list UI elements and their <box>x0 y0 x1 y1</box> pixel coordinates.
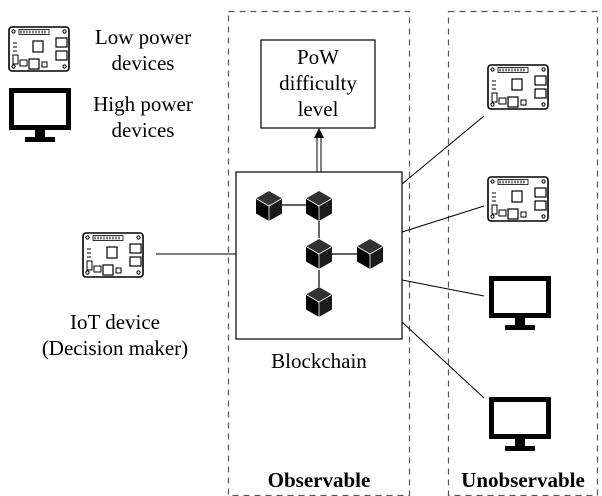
observable-label: Observable <box>267 468 371 492</box>
unobservable-label: Unobservable <box>461 468 585 492</box>
connector-lines <box>156 115 485 399</box>
legend-low-power-label: Low power devices <box>78 24 208 76</box>
pow-line2: difficulty <box>279 71 357 95</box>
high-power-monitor-icon <box>12 91 69 143</box>
chain-links <box>282 204 357 287</box>
unobservable-monitor-icon <box>492 279 549 331</box>
legend-low-power-line1: Low power <box>94 25 192 49</box>
pow-line3: level <box>297 97 339 121</box>
legend-high-power-line2: devices <box>111 118 175 142</box>
unobservable-board-icon <box>487 176 549 222</box>
iot-device-label: IoT device (Decision maker) <box>16 309 214 361</box>
unobservable-board-icon <box>487 64 549 110</box>
low-power-board-icon <box>8 26 70 72</box>
unobservable-monitor-icon <box>492 400 549 452</box>
pow-arrow <box>314 128 324 172</box>
pow-box-label: PoW difficulty level <box>261 44 375 122</box>
iot-device-line2: (Decision maker) <box>41 336 189 360</box>
pow-line1: PoW <box>297 45 339 69</box>
pow-difficulty-box <box>260 39 376 129</box>
legend-high-power-line1: High power <box>93 92 193 116</box>
iot-device-line1: IoT device <box>70 310 160 334</box>
legend-high-power-label: High power devices <box>78 91 208 143</box>
observable-region <box>227 10 411 496</box>
blockchain-label: Blockchain <box>271 349 367 373</box>
legend-low-power-line2: devices <box>111 51 175 75</box>
iot-device-board-icon <box>82 232 144 278</box>
